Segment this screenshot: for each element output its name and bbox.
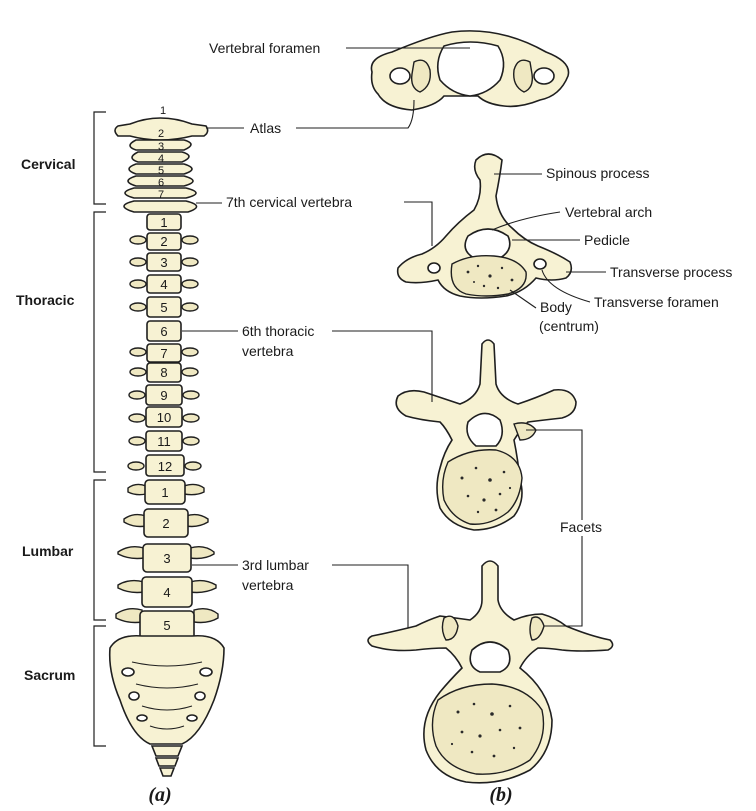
thoracic-number: 8 <box>160 365 167 380</box>
cervical-number: 2 <box>158 128 164 140</box>
label-facets: Facets <box>560 519 602 535</box>
thoracic-number: 6 <box>160 324 167 339</box>
thoracic-number: 11 <box>157 434 171 449</box>
lumbar-number: 2 <box>162 516 169 531</box>
cervical-number: 1 <box>160 105 166 117</box>
cervical-vertebra-7 <box>124 201 197 212</box>
thoracic-number: 5 <box>160 300 167 315</box>
cervical-number: 5 <box>158 165 164 177</box>
spine-column: 1 2 3 4 5 6 7 1 2 3 4 5 6 7 8 9 10 11 12… <box>110 105 224 776</box>
label-centrum: (centrum) <box>539 318 599 334</box>
lumbar-number: 3 <box>163 551 170 566</box>
lumbar-number: 5 <box>163 618 170 633</box>
label-spinous-process: Spinous process <box>546 165 650 181</box>
panel-label-b: (b) <box>489 784 512 806</box>
thoracic-number: 3 <box>160 255 167 270</box>
atlas-vertebra <box>371 31 568 110</box>
label-seventh-cervical: 7th cervical vertebra <box>226 194 352 210</box>
region-label-thoracic: Thoracic <box>16 292 75 308</box>
label-sixth-thoracic-line2: vertebra <box>242 343 294 359</box>
thoracic-number: 12 <box>158 459 172 474</box>
thoracic-number: 9 <box>160 388 167 403</box>
region-brackets <box>94 112 106 746</box>
lumbar-3-vertebra <box>368 561 613 783</box>
label-atlas: Atlas <box>250 120 281 136</box>
thoracic-number: 4 <box>160 277 167 292</box>
label-vertebral-foramen: Vertebral foramen <box>209 40 320 56</box>
thoracic-number: 10 <box>157 410 171 425</box>
lumbar-number: 4 <box>163 585 170 600</box>
region-label-cervical: Cervical <box>21 156 75 172</box>
thoracic-number: 1 <box>160 215 167 230</box>
cervical-number: 3 <box>158 141 164 153</box>
label-transverse-process: Transverse process <box>610 264 732 280</box>
sacrum-bone <box>110 636 224 776</box>
thoracic-6-vertebra <box>396 340 576 530</box>
cervical-number: 7 <box>158 189 164 201</box>
cervical-number: 6 <box>158 177 164 189</box>
lumbar-number: 1 <box>161 485 168 500</box>
thoracic-number: 2 <box>160 234 167 249</box>
label-body: Body <box>540 299 572 315</box>
label-transverse-foramen: Transverse foramen <box>594 294 719 310</box>
cervical-number: 4 <box>158 153 164 165</box>
region-label-lumbar: Lumbar <box>22 543 74 559</box>
label-pedicle: Pedicle <box>584 232 630 248</box>
label-sixth-thoracic-line1: 6th thoracic <box>242 323 314 339</box>
label-third-lumbar-line2: vertebra <box>242 577 294 593</box>
label-third-lumbar-line1: 3rd lumbar <box>242 557 309 573</box>
panel-label-a: (a) <box>148 784 171 806</box>
thoracic-number: 7 <box>160 346 167 361</box>
label-vertebral-arch: Vertebral arch <box>565 204 652 220</box>
region-label-sacrum: Sacrum <box>24 667 75 683</box>
